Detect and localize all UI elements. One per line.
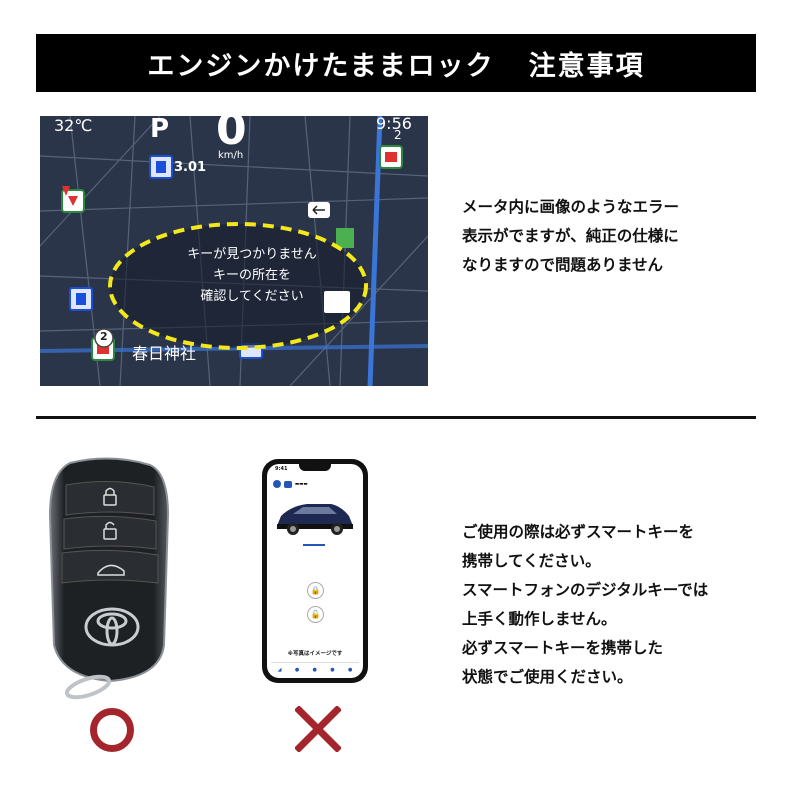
usage-line-2: 携帯してください。 bbox=[462, 552, 601, 570]
usage-line-5: 必ずスマートキーを携帯した bbox=[462, 639, 664, 657]
usage-instructions: ご使用の際は必ずスマートキーを 携帯してください。 スマートフォンのデジタルキー… bbox=[462, 518, 782, 692]
error-line-3: 確認してください bbox=[200, 289, 304, 304]
nav-icon-1: ◢ bbox=[277, 666, 282, 673]
clock-readout: 9:56 bbox=[376, 116, 412, 133]
key-error-message: キーが見つかりません キーの所在を 確認してください bbox=[150, 244, 354, 307]
app-model-label: ▬▬▬ bbox=[294, 481, 308, 487]
place-label: 春日神社 bbox=[132, 344, 197, 363]
correct-circle-mark bbox=[90, 708, 134, 752]
speed-unit: km/h bbox=[218, 150, 244, 161]
usage-line-1: ご使用の際は必ずスマートキーを bbox=[462, 523, 695, 541]
phone-nav-bar: ◢ ● ● ● ● bbox=[271, 662, 359, 676]
phone-image-note: ※写真はイメージです bbox=[287, 651, 343, 657]
meter-display-photo: 32℃ P 0 km/h 9:56 2 3.01 春日神社 2 キーが見つかりま… bbox=[40, 116, 428, 386]
banner-subtitle: 注意事項 bbox=[528, 50, 645, 82]
suv-car-image bbox=[277, 504, 353, 535]
route-number: 2 bbox=[100, 330, 108, 343]
nav-icon-4: ● bbox=[330, 666, 335, 673]
section-divider bbox=[36, 416, 756, 419]
usage-line-4: 上手く動作しません。 bbox=[462, 610, 617, 628]
error-line-1: キーが見つかりません bbox=[187, 247, 317, 262]
phone-lock-button: 🔒 bbox=[307, 582, 324, 599]
error-explanation-line-3: なりますので問題ありません bbox=[462, 256, 664, 274]
app-logo-icon bbox=[273, 480, 281, 488]
map-graphic bbox=[40, 116, 428, 386]
title-banner: エンジンかけたままロック 注意事項 bbox=[36, 34, 756, 92]
usage-line-6: 状態でご使用ください。 bbox=[462, 668, 633, 686]
gear-indicator: P bbox=[150, 116, 170, 144]
phone-time: 9:41 bbox=[275, 466, 288, 472]
phone-app-header: ▬▬▬ bbox=[273, 478, 357, 490]
route-number-top: 2 bbox=[394, 128, 402, 142]
smart-key-fob-illustration bbox=[48, 457, 170, 700]
carousel-indicator bbox=[303, 544, 325, 546]
app-badge bbox=[284, 480, 292, 488]
incorrect-cross-mark bbox=[295, 706, 341, 752]
smartphone-illustration: 9:41 ▬▬▬ 🔒 🔓 ※写真はイメージです ◢ ● ● ● ● bbox=[262, 459, 368, 683]
nav-icon-5: ● bbox=[347, 666, 353, 673]
distance-label: 3.01 bbox=[174, 160, 207, 175]
error-explanation-line-1: メータ内に画像のようなエラー bbox=[462, 198, 680, 216]
temperature-readout: 32℃ bbox=[54, 116, 93, 135]
error-explanation-line-2: 表示がでますが、純正の仕様に bbox=[462, 227, 679, 245]
nav-icon-3: ● bbox=[312, 666, 317, 673]
error-line-2: キーの所在を bbox=[212, 268, 291, 283]
phone-unlock-button: 🔓 bbox=[307, 606, 324, 623]
error-explanation: メータ内に画像のようなエラー 表示がでますが、純正の仕様に なりますので問題あり… bbox=[462, 193, 762, 280]
usage-line-3: スマートフォンのデジタルキーでは bbox=[462, 581, 709, 599]
banner-title: エンジンかけたままロック bbox=[147, 50, 495, 82]
speed-readout: 0 bbox=[216, 116, 247, 155]
phone-screen: 9:41 ▬▬▬ 🔒 🔓 ※写真はイメージです ◢ ● ● ● ● bbox=[267, 464, 363, 678]
nav-icon-2: ● bbox=[294, 666, 300, 673]
